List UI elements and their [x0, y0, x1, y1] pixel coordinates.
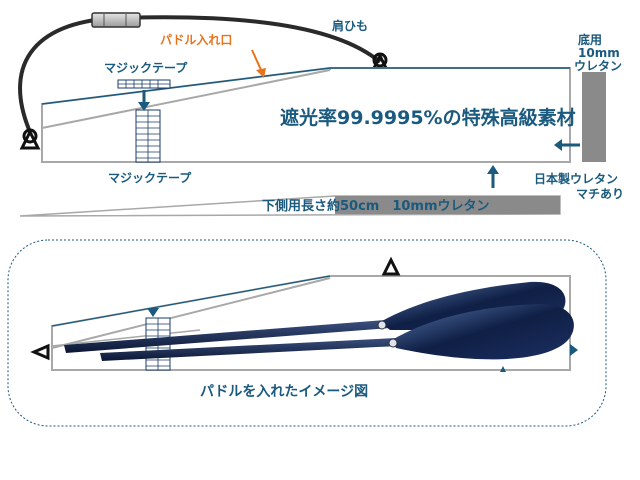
label-bottom-urethane-1: 底用	[578, 32, 602, 47]
paddle-shaft-2	[100, 338, 398, 361]
image-frame	[7, 239, 607, 427]
label-bottom-urethane-3: ウレタン	[574, 59, 622, 73]
label-velcro-top: マジックテープ	[104, 60, 188, 75]
label-bottom-urethane-2: 10mm	[578, 46, 620, 60]
top-ring-bottom-icon	[381, 256, 401, 276]
left-ring-bottom-icon	[30, 343, 50, 361]
label-japan-urethane: 日本製ウレタン	[534, 171, 618, 186]
label-gusset: マチあり	[576, 187, 624, 201]
label-paddle-opening: パドル入れ口	[160, 33, 232, 47]
label-lower-side: 下側用長さ約50cm 10mmウレタン	[262, 198, 490, 214]
opening-flap-line	[41, 67, 331, 105]
label-shoulder-strap: 肩ひも	[332, 18, 368, 33]
paddle-blade-2	[392, 304, 574, 360]
label-caption: パドルを入れたイメージ図	[200, 384, 368, 400]
bottom-urethane-block	[582, 72, 606, 162]
label-velcro-bottom: マジックテープ	[108, 170, 192, 185]
opening-arrow	[251, 49, 263, 73]
paddle-shaft-1	[64, 320, 390, 353]
strap-buckle	[91, 12, 141, 28]
lower-side-urethane	[335, 196, 560, 214]
label-material: 遮光率99.9995%の特殊高級素材	[280, 106, 576, 129]
